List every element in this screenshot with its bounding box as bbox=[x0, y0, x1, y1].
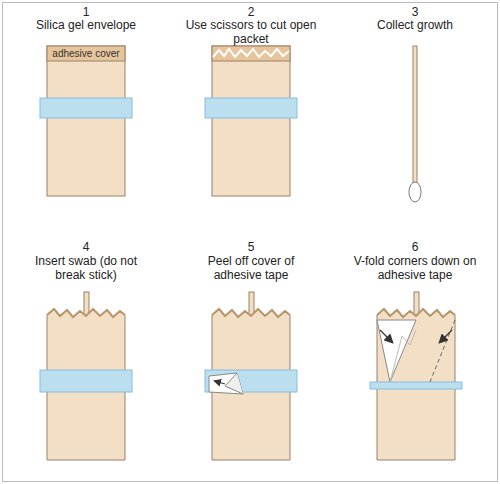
step-number: 6 bbox=[395, 240, 435, 254]
step-title: Silica gel envelope bbox=[6, 18, 166, 32]
envelope-fold bbox=[370, 292, 462, 460]
step-number: 5 bbox=[231, 240, 271, 254]
step-title: Use scissors to cut open packet bbox=[176, 18, 326, 46]
step-title: Collect growth bbox=[340, 18, 490, 32]
step-title: Insert swab (do not break stick) bbox=[26, 254, 146, 282]
step-title: Peel off cover of adhesive tape bbox=[195, 254, 307, 282]
strip-label: adhesive cover bbox=[48, 47, 124, 60]
swab bbox=[409, 46, 421, 202]
step-number: 4 bbox=[66, 240, 106, 254]
envelope-peel bbox=[205, 292, 297, 460]
envelope bbox=[40, 46, 132, 196]
envelope-swab bbox=[40, 292, 132, 460]
step-number: 2 bbox=[231, 5, 271, 19]
step-number: 3 bbox=[395, 5, 435, 19]
step-title: V-fold corners down on adhesive tape bbox=[343, 254, 488, 282]
step-number: 1 bbox=[66, 5, 106, 19]
frame bbox=[3, 3, 498, 482]
envelope-cut bbox=[205, 46, 297, 196]
